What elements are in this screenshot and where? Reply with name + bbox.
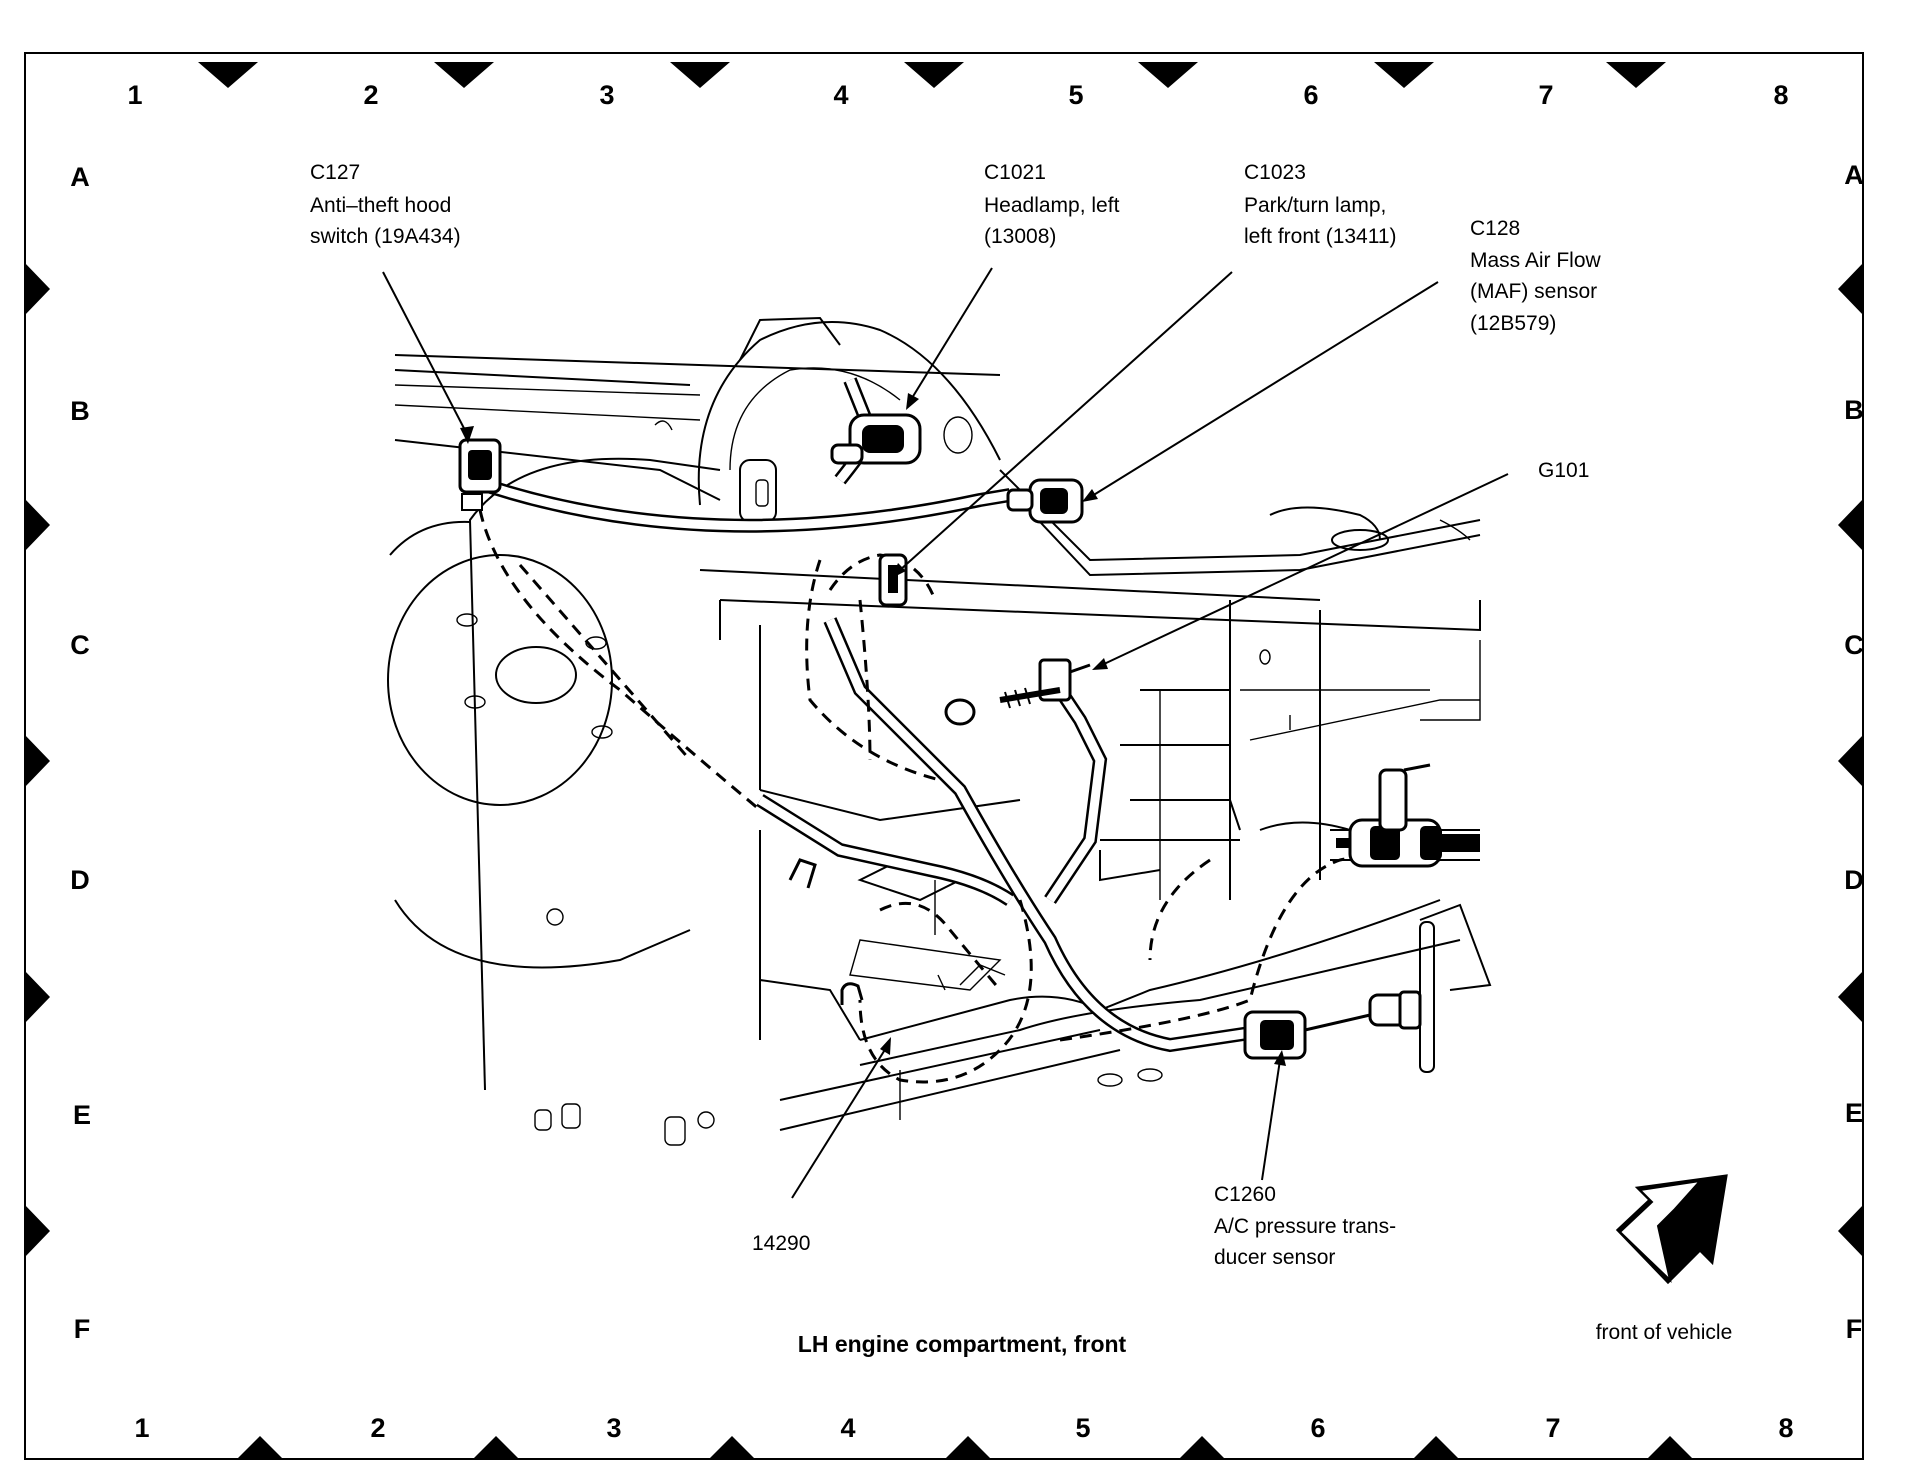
grid-col-label: 4 <box>833 80 848 110</box>
callout-desc: (MAF) sensor <box>1470 280 1597 303</box>
callout-desc: left front (13411) <box>1244 225 1397 248</box>
grid-col-label: 1 <box>134 1413 149 1443</box>
grid-row-labels-left: A B C D E F <box>70 162 91 1344</box>
callout-c128: C128 Mass Air Flow (MAF) sensor (12B579) <box>1470 217 1602 335</box>
grid-col-label: 2 <box>363 80 378 110</box>
grid-row-label: D <box>1844 865 1864 895</box>
grid-column-labels-bottom: 1 2 3 4 5 6 7 8 <box>134 1413 1793 1443</box>
callout-id: C1023 <box>1244 161 1306 184</box>
diagram-caption: LH engine compartment, front <box>798 1331 1127 1357</box>
grid-col-label: 2 <box>370 1413 385 1443</box>
grid-row-label: C <box>70 630 90 660</box>
connector-c128 <box>1006 478 1084 524</box>
grid-column-labels-top: 1 2 3 4 5 6 7 8 <box>127 80 1788 110</box>
connector-right-side <box>1336 763 1480 868</box>
callout-desc: (12B579) <box>1470 312 1556 335</box>
front-of-vehicle-label: front of vehicle <box>1596 1321 1733 1344</box>
grid-col-label: 6 <box>1303 80 1318 110</box>
callout-c127: C127 Anti–theft hood switch (19A434) <box>310 161 461 248</box>
fender-liner <box>468 457 721 1091</box>
grid-row-label: C <box>1844 630 1864 660</box>
grid-col-label: 5 <box>1075 1413 1090 1443</box>
grid-markers <box>24 62 1864 1460</box>
grid-row-label: D <box>70 865 90 895</box>
grid-col-label: 3 <box>599 80 614 110</box>
callout-desc: ducer sensor <box>1214 1246 1335 1269</box>
callout-desc: switch (19A434) <box>310 225 461 248</box>
callout-14290: 14290 <box>752 1232 810 1255</box>
callout-id: 14290 <box>752 1232 810 1255</box>
grid-row-label: B <box>70 396 90 426</box>
connector-c1023 <box>878 553 908 607</box>
connector-c1021 <box>830 413 922 465</box>
grid-col-label: 3 <box>606 1413 621 1443</box>
connector-14290-anchor <box>788 858 864 1005</box>
grid-col-label: 4 <box>840 1413 855 1443</box>
grid-col-label: 7 <box>1545 1413 1560 1443</box>
callout-desc: A/C pressure trans- <box>1214 1215 1396 1238</box>
callout-id: G101 <box>1538 459 1589 482</box>
callout-id: C127 <box>310 161 360 184</box>
grid-col-label: 1 <box>127 80 142 110</box>
engine-compartment-drawing <box>387 316 1492 1146</box>
callout-c1021: C1021 Headlamp, left (13008) <box>984 161 1120 248</box>
connector-c1260 <box>1243 990 1422 1060</box>
ground-g101 <box>944 658 1091 726</box>
connector-c127 <box>458 438 502 511</box>
callout-desc: Anti–theft hood <box>310 194 451 217</box>
callout-g101: G101 <box>1538 459 1589 482</box>
leader-lines <box>382 267 1509 1199</box>
grid-row-label: B <box>1844 395 1864 425</box>
grid-col-label: 7 <box>1538 80 1553 110</box>
grid-row-label: E <box>73 1100 91 1130</box>
grid-row-label: A <box>1844 160 1864 190</box>
callout-id: C1260 <box>1214 1183 1276 1206</box>
wiring-harness <box>458 377 1480 1084</box>
grid-row-label: E <box>1845 1098 1863 1128</box>
callout-desc: Mass Air Flow <box>1470 249 1602 272</box>
callout-c1260: C1260 A/C pressure trans- ducer sensor <box>1214 1183 1396 1269</box>
grid-col-label: 5 <box>1068 80 1083 110</box>
callout-desc: Headlamp, left <box>984 194 1120 217</box>
front-arrow-icon <box>1615 1174 1728 1285</box>
grid-row-label: F <box>1846 1314 1863 1344</box>
callout-desc: Park/turn lamp, <box>1244 194 1386 217</box>
grid-row-labels-right: A B C D E F <box>1844 160 1864 1344</box>
grid-row-label: F <box>74 1314 91 1344</box>
grid-col-label: 8 <box>1778 1413 1793 1443</box>
grid-col-label: 6 <box>1310 1413 1325 1443</box>
callout-desc: (13008) <box>984 225 1056 248</box>
callout-id: C1021 <box>984 161 1046 184</box>
headlamp-housing <box>697 321 1001 506</box>
grid-col-label: 8 <box>1773 80 1788 110</box>
callout-id: C128 <box>1470 217 1520 240</box>
callout-c1023: C1023 Park/turn lamp, left front (13411) <box>1244 161 1397 248</box>
strut-mount <box>495 646 577 704</box>
grid-row-label: A <box>70 162 90 192</box>
strut-tower <box>387 554 613 806</box>
